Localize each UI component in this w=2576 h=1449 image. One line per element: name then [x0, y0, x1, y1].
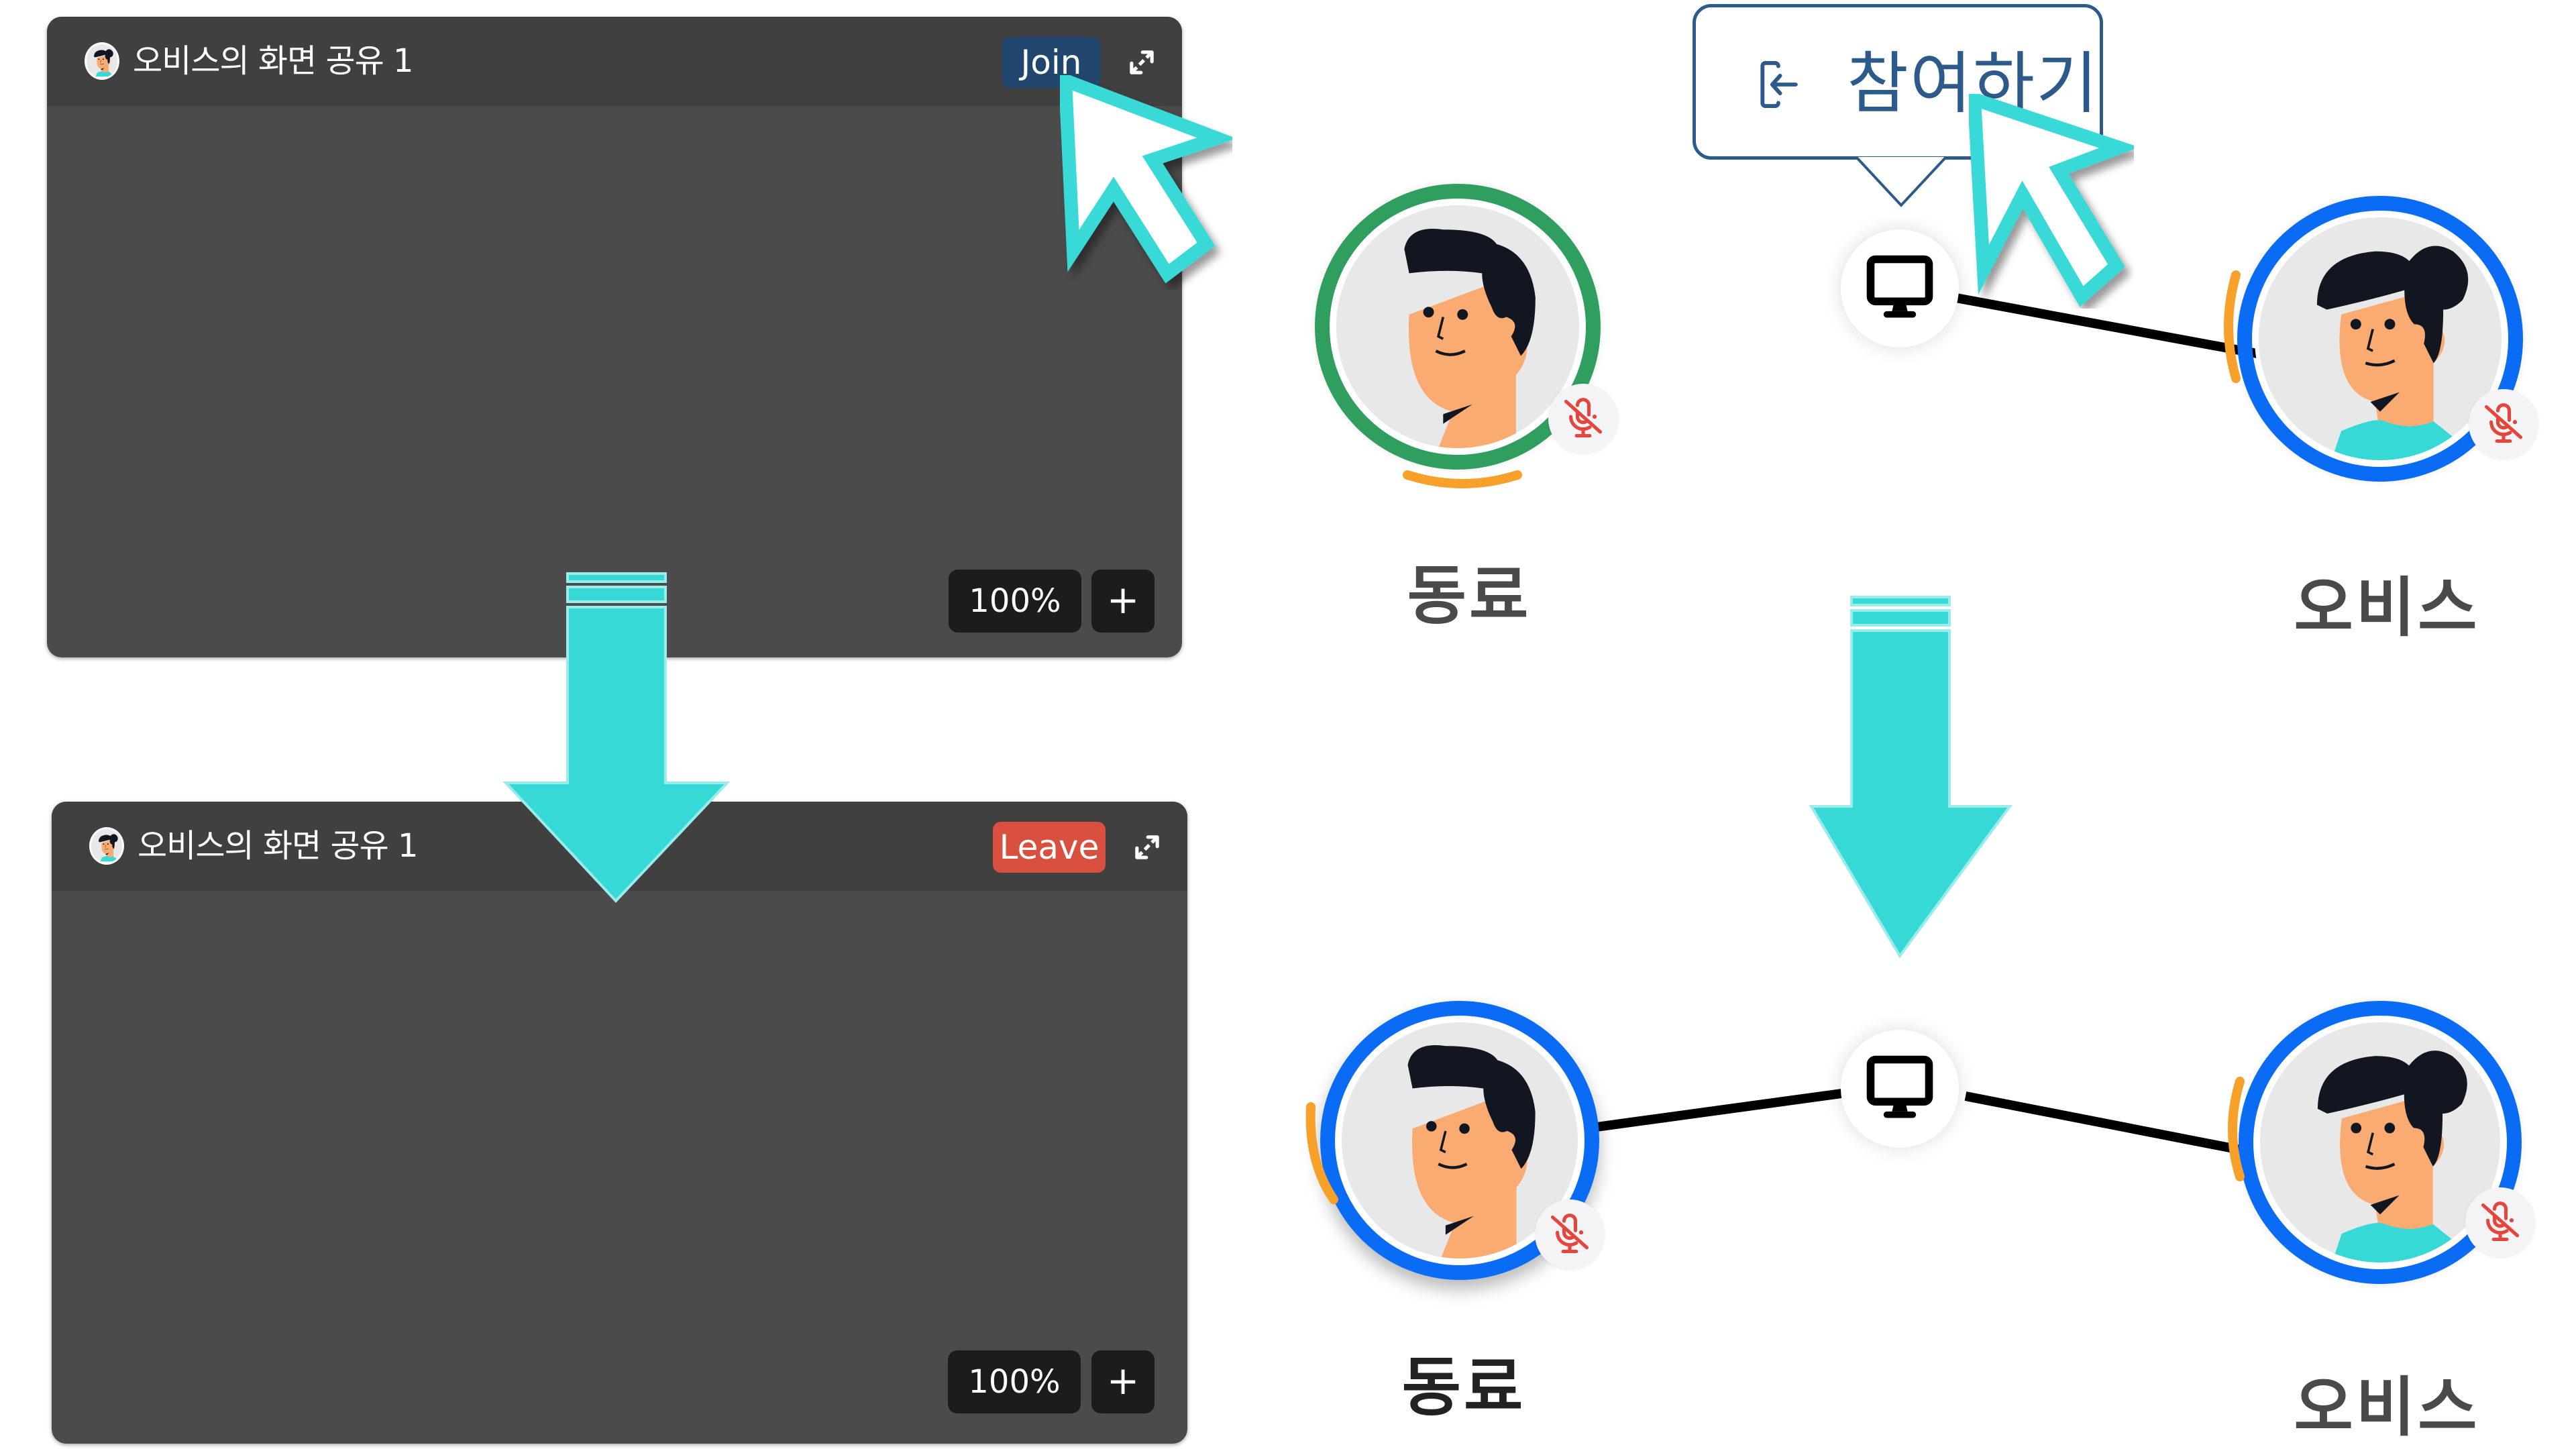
- avatar-icon: [89, 827, 124, 865]
- screen-share-panel-before: 오비스의 화면 공유 1 Join 100% +: [47, 17, 1182, 657]
- cursor-icon: [1969, 94, 2139, 307]
- connection-line: [1947, 292, 2262, 359]
- speaking-indicator: [1403, 470, 1522, 488]
- speaking-indicator: [2228, 1077, 2245, 1181]
- mic-off-badge: [2469, 389, 2538, 459]
- avatar-icon: [85, 42, 119, 80]
- mic-off-icon: [2481, 401, 2526, 447]
- transition-arrow-right: [1809, 596, 2012, 959]
- leave-button[interactable]: Leave: [993, 822, 1106, 873]
- transition-arrow-left: [502, 572, 731, 903]
- zoom-level[interactable]: 100%: [949, 570, 1081, 633]
- participant-obis-before[interactable]: [2224, 196, 2538, 482]
- participant-colleague-after[interactable]: [1305, 1001, 1605, 1280]
- speaking-indicator: [1305, 1102, 1338, 1204]
- expand-icon[interactable]: [1128, 828, 1166, 866]
- enter-icon: [1760, 60, 1798, 108]
- cursor-icon: [1060, 75, 1234, 284]
- participant-colleague-before[interactable]: [1315, 184, 1618, 488]
- connection-line: [1596, 1087, 2249, 1156]
- zoom-in-button[interactable]: +: [1091, 1350, 1155, 1413]
- mic-off-icon: [1560, 396, 1606, 441]
- mic-off-badge: [2465, 1187, 2535, 1257]
- mic-off-badge: [1535, 1199, 1605, 1269]
- panel-title: 오비스의 화면 공유 1: [138, 827, 419, 865]
- screen-share-node[interactable]: [1841, 1030, 1959, 1148]
- zoom-in-button[interactable]: +: [1091, 570, 1155, 633]
- speaking-indicator: [2224, 270, 2241, 383]
- mic-off-icon: [1547, 1212, 1593, 1257]
- participant-name: 오비스: [2294, 1370, 2480, 1445]
- participant-name: 오비스: [2294, 570, 2480, 645]
- monitor-icon: [1861, 1050, 1939, 1128]
- panel-header: 오비스의 화면 공유 1 Join: [47, 17, 1182, 106]
- tooltip-pointer: [1855, 156, 1947, 207]
- participant-name: 동료: [1407, 558, 1532, 633]
- mic-off-icon: [2477, 1199, 2523, 1245]
- panel-title: 오비스의 화면 공유 1: [133, 42, 414, 80]
- avatar: [2256, 1018, 2504, 1267]
- participant-name: 동료: [1401, 1350, 1526, 1425]
- zoom-level[interactable]: 100%: [948, 1350, 1081, 1413]
- avatar: [2255, 213, 2506, 464]
- participant-obis-after[interactable]: [2228, 1001, 2535, 1284]
- screen-share-node[interactable]: [1841, 229, 1959, 347]
- join-button[interactable]: Join: [1002, 37, 1100, 88]
- avatar: [1332, 201, 1583, 452]
- monitor-icon: [1861, 250, 1939, 327]
- mic-off-badge: [1548, 384, 1618, 453]
